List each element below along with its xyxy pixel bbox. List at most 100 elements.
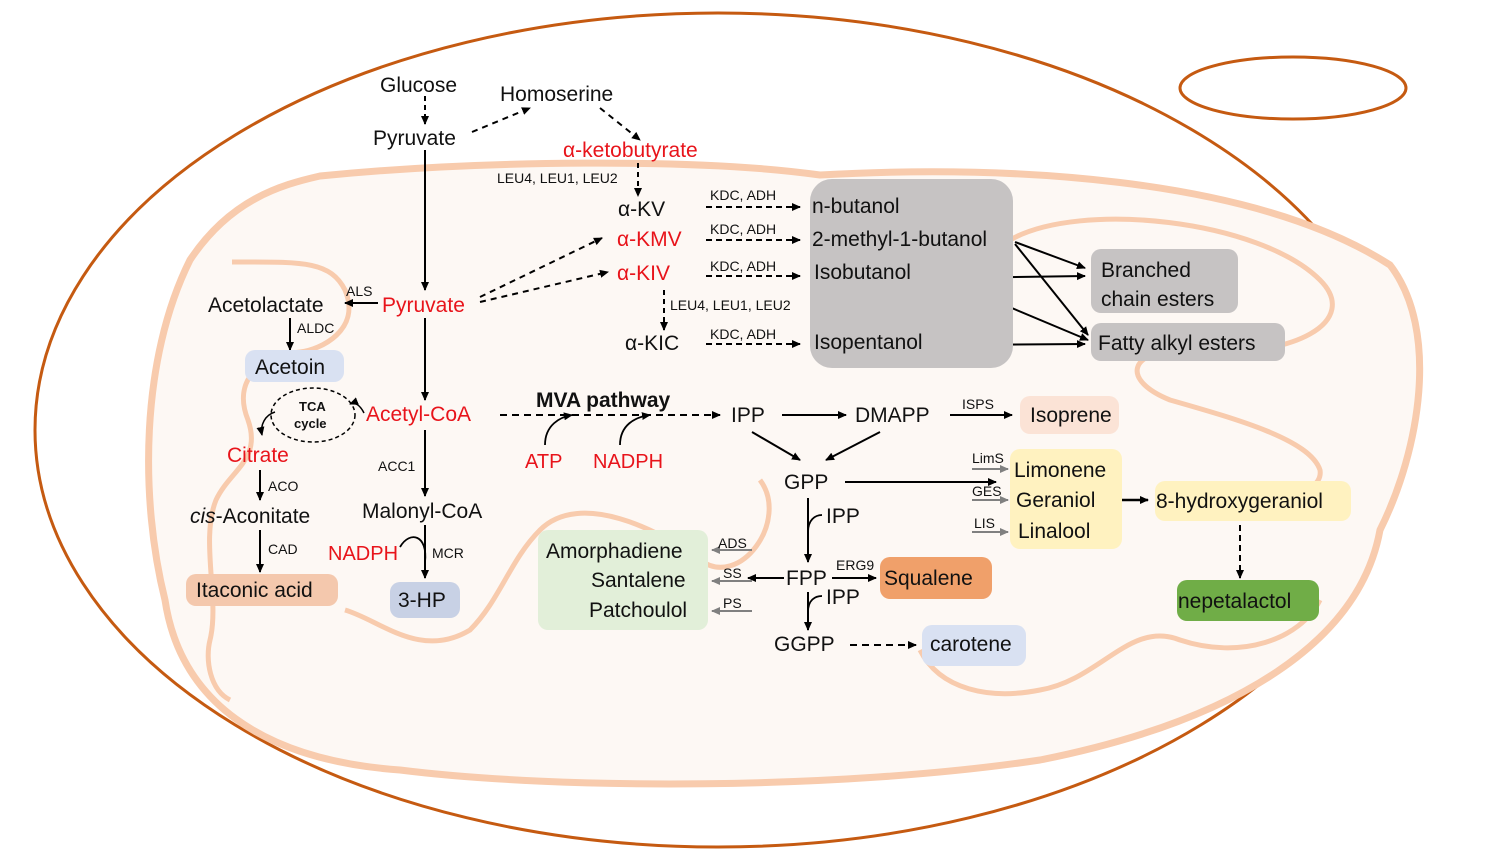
akmv-label: α-KMV (617, 228, 682, 251)
glucose-label: Glucose (380, 74, 458, 97)
fpp-label: FPP (786, 567, 827, 590)
mva-pathway-label: MVA pathway (536, 389, 671, 412)
erg9-label: ERG9 (836, 557, 875, 573)
3hp-box (390, 582, 460, 618)
akv-label: α-KV (618, 198, 666, 221)
hydroxygeraniol-label: 8-hydroxygeraniol (1156, 490, 1323, 513)
arrow-acetylcoa-tca (349, 397, 365, 414)
mitochondrion-membrane (145, 159, 1424, 788)
dmapp-label: DMAPP (855, 404, 930, 427)
aconitate-suffix: -Aconitate (215, 505, 311, 528)
pyruvate-mito-label: Pyruvate (382, 294, 465, 317)
tca-label-line1: TCA (299, 399, 326, 414)
n-butanol-label: n-butanol (812, 195, 900, 218)
atp-label: ATP (525, 451, 563, 473)
ges-label: GES (972, 483, 1002, 499)
arrow-pyruvate-akmv (479, 237, 603, 298)
isoprene-box (1020, 396, 1119, 434)
citrate-label: Citrate (227, 444, 289, 467)
ps-label: PS (723, 595, 742, 611)
itaconic-box (186, 574, 338, 606)
aco-label: ACO (268, 478, 299, 494)
isps-label: ISPS (962, 396, 994, 412)
kdc-adh-label-4: KDC, ADH (710, 326, 777, 342)
crista-bottom (917, 598, 1323, 697)
ketobutyrate-label: α-ketobutyrate (563, 139, 698, 162)
aconitate-label: cis-Aconitate (190, 506, 310, 527)
akiv-label: α-KIV (617, 262, 670, 285)
carotene-label: carotene (930, 633, 1012, 656)
ads-label: ADS (718, 535, 747, 551)
arrow-dmapp-gpp (825, 431, 881, 461)
ipp-ggpp-label: IPP (826, 586, 860, 609)
malonylcoa-label: Malonyl-CoA (362, 500, 483, 523)
kdc-adh-label-2: KDC, ADH (710, 221, 777, 237)
acetoin-label: Acetoin (255, 356, 326, 379)
tca-label-line2: cycle (294, 416, 327, 431)
cad-label: CAD (268, 541, 298, 557)
limonene-label: Limonene (1014, 459, 1107, 482)
leu-bottom-label: LEU4, LEU1, LEU2 (670, 297, 791, 313)
itaconic-label: Itaconic acid (196, 579, 313, 602)
sesquiterpenes-box (538, 530, 708, 630)
branched-esters-line2: chain esters (1101, 288, 1215, 311)
cis-prefix: cis (190, 505, 216, 528)
nepetalactol-box (1177, 580, 1319, 621)
lims-label: LimS (972, 450, 1004, 466)
homoserine-label: Homoserine (500, 83, 614, 106)
acetolactate-label: Acetolactate (208, 294, 324, 317)
pyruvate-cyto-label: Pyruvate (373, 127, 456, 150)
arrow-methylbutanol-branched (1014, 241, 1086, 269)
fatty-esters-box (1091, 323, 1285, 361)
kdc-adh-label-1: KDC, ADH (710, 187, 777, 203)
isoprene-label: Isoprene (1030, 404, 1112, 427)
arrow-methylbutanol-fatty (1014, 243, 1089, 336)
ggpp-label: GGPP (774, 633, 835, 656)
carotene-box (922, 625, 1026, 666)
arrow-tca-citrate (256, 411, 276, 436)
ipp-join-arc-2 (807, 595, 823, 613)
squalene-box (880, 557, 992, 599)
ipp-join-arc-1 (807, 514, 823, 533)
fatty-esters-label: Fatty alkyl esters (1098, 332, 1256, 355)
3hp-label: 3-HP (398, 589, 446, 612)
branched-esters-box (1091, 249, 1238, 313)
geraniol-label: Geraniol (1016, 489, 1096, 512)
squalene-label: Squalene (884, 567, 973, 590)
linalool-label: Linalool (1018, 520, 1091, 543)
hydroxygeraniol-box (1155, 481, 1351, 521)
tca-cycle-loop (270, 387, 356, 443)
nadph-mid-label: NADPH (593, 451, 664, 473)
alcohols-box (810, 179, 1013, 368)
nadph-consumption-arc (399, 536, 427, 563)
aldc-label: ALDC (297, 320, 335, 336)
ipp-fpp-label: IPP (826, 505, 860, 528)
gpp-label: GPP (784, 471, 829, 494)
branched-esters-line1: Branched (1101, 259, 1191, 282)
isopentanol-label: Isopentanol (814, 331, 923, 354)
acetoin-box (245, 350, 344, 382)
atp-consumption-arc (544, 412, 573, 446)
santalene-label: Santalene (591, 569, 686, 592)
arrow-homoserine-ketobutyrate (599, 107, 641, 141)
nepetalactol-label: nepetalactol (1178, 590, 1292, 613)
mcr-label: MCR (432, 545, 464, 561)
patchoulol-label: Patchoulol (589, 599, 688, 622)
leu-top-label: LEU4, LEU1, LEU2 (497, 170, 618, 186)
akic-label: α-KIC (625, 332, 680, 355)
ipp-label: IPP (731, 404, 765, 427)
nadph-mva-arc (619, 412, 651, 446)
cell-bud (1178, 55, 1408, 121)
isobutanol-label: Isobutanol (814, 261, 911, 284)
arrow-ipp-gpp (751, 431, 801, 461)
kdc-adh-label-3: KDC, ADH (710, 258, 777, 274)
crista-center (344, 478, 772, 644)
ss-label: SS (723, 565, 742, 581)
lis-label: LIS (974, 515, 996, 531)
crista-left (205, 259, 352, 703)
monoterpenes-box (1010, 449, 1122, 549)
als-label: ALS (346, 283, 373, 299)
nadph-left-label: NADPH (328, 543, 399, 565)
methylbutanol-label: 2-methyl-1-butanol (812, 228, 988, 251)
